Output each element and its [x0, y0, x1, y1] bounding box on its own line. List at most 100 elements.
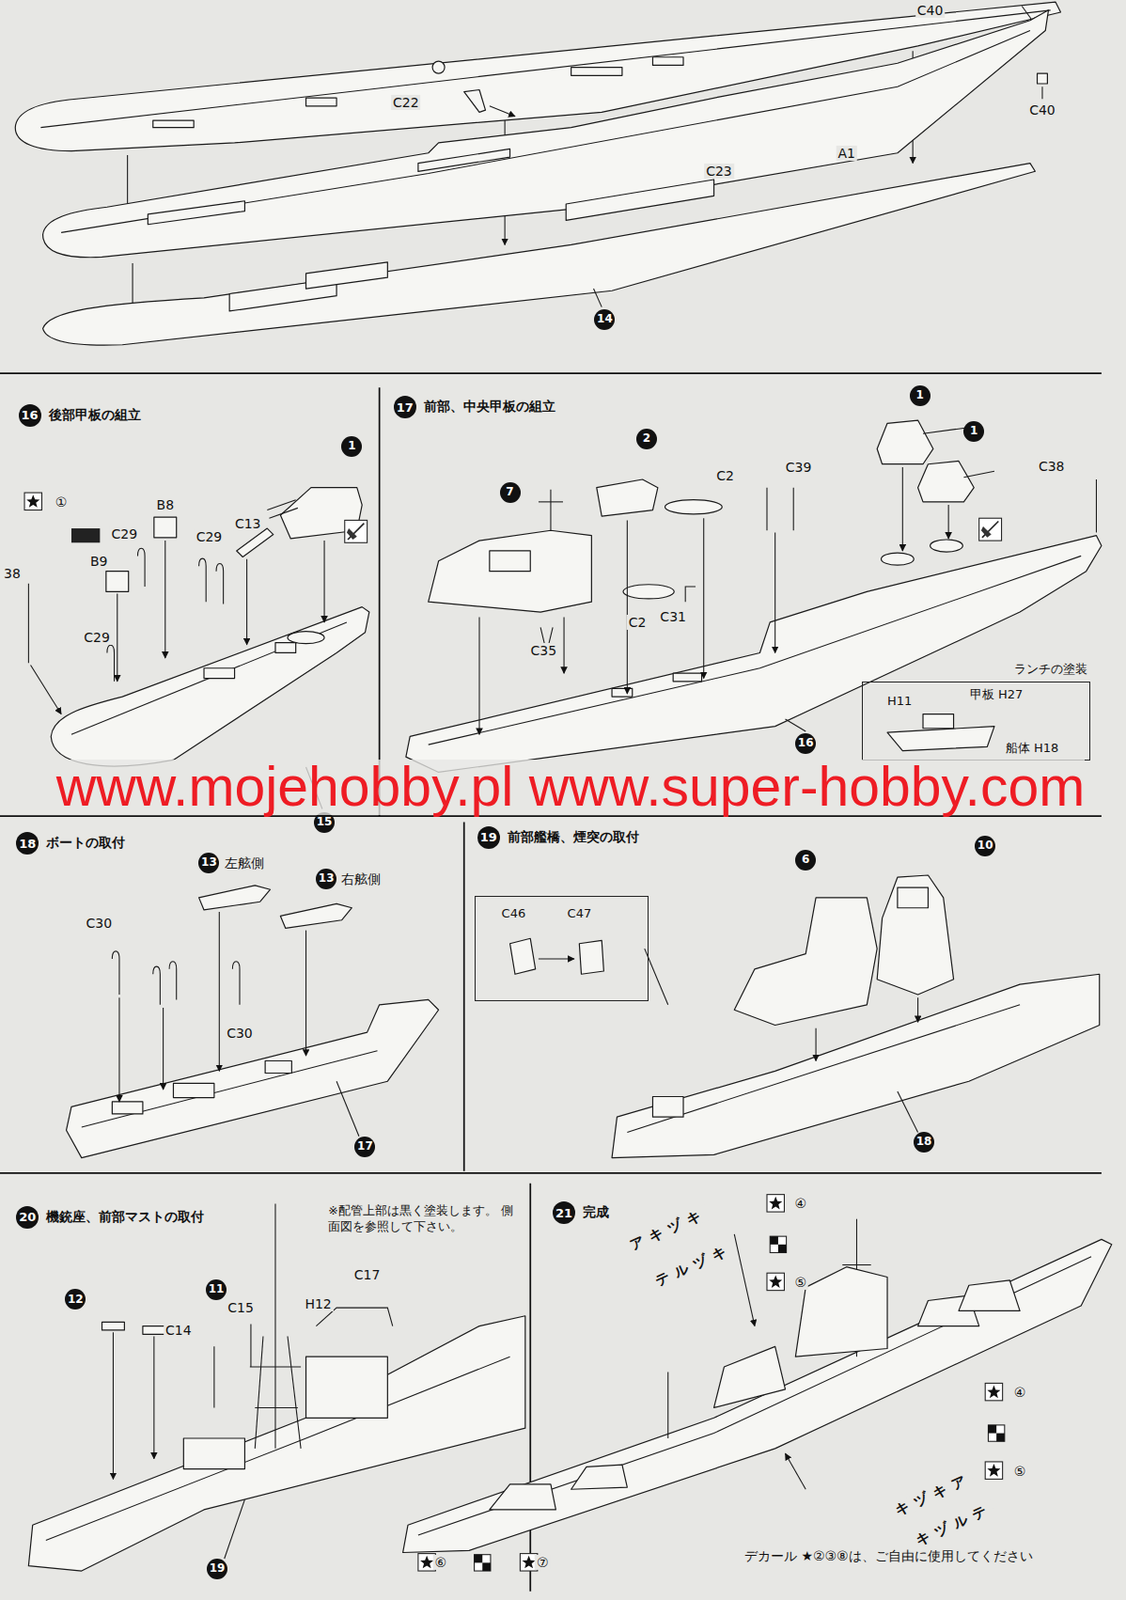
step-20-drawing: [224, 1499, 246, 1559]
step-20-drawing: [183, 1438, 245, 1470]
step-20-drawing: [213, 1345, 215, 1408]
paint-code: C47: [565, 906, 595, 921]
step-20-drawing: [112, 1331, 114, 1479]
step-19-drawing: [897, 1091, 919, 1132]
label-text: デカール ★②③⑧は、ご自由に使用してください: [742, 1548, 1035, 1564]
step-20-drawing: [287, 1335, 301, 1448]
step-21-drawing: [474, 1554, 491, 1571]
step-17-drawing: [611, 688, 633, 697]
step-16-drawing: [31, 664, 63, 714]
inset-box: C46 C47: [474, 895, 649, 1002]
part-number: ⑦: [534, 1554, 551, 1570]
callout-number: 13: [315, 868, 337, 890]
step-20-drawing: [250, 1323, 251, 1367]
paint-code: 船体 H18: [1003, 739, 1061, 757]
step-16-drawing: [216, 563, 224, 605]
step-19-drawing: [510, 875, 1100, 1158]
part-number: C38: [1036, 458, 1067, 474]
step-16-drawing: [324, 540, 326, 623]
step-title: 前部、中央甲板の組立: [422, 398, 558, 416]
step-18-drawing: [169, 961, 177, 1001]
label-text: 左舷側: [222, 855, 266, 871]
hull-parts-step-15: [43, 10, 1049, 258]
step-header: 18ボートの取付: [15, 831, 127, 855]
panel-frame: [0, 372, 1102, 375]
step-17-drawing: [918, 460, 975, 501]
step-21-drawing: [785, 1453, 807, 1489]
step-16-drawing: [106, 571, 129, 593]
part-number: B8: [155, 497, 177, 513]
panel-frame: [0, 814, 1102, 817]
callout-number: 10: [974, 835, 996, 857]
step-16-drawing: [246, 559, 248, 645]
step-17-drawing: [428, 530, 593, 612]
step-19-drawing: [538, 957, 575, 959]
step-17-drawing: [703, 517, 704, 678]
note: ※配管上部は黒く塗装します。 側面図を参照して下さい。: [326, 1203, 524, 1236]
step-17-drawing: [406, 420, 1102, 772]
part-number: ④: [793, 1195, 810, 1211]
step-17-drawing: [478, 616, 480, 735]
step-18-drawing: [280, 903, 352, 928]
paint-code: C46: [500, 906, 529, 921]
step-17-drawing: [793, 487, 795, 532]
step-18-drawing: [162, 1007, 164, 1090]
step-17-drawing: [626, 519, 628, 693]
part-number: C29: [194, 529, 225, 545]
inset-title: ランチの塗装: [1012, 660, 1090, 678]
step-18-drawing: [66, 885, 439, 1158]
step-20-drawing: [250, 1365, 301, 1367]
step-title: 機銃座、前部マストの取付: [44, 1208, 206, 1226]
part-number: H12: [302, 1296, 333, 1312]
step-17-drawing: [922, 714, 954, 729]
hull-parts-step-15: [652, 57, 684, 66]
step-17-drawing: [538, 500, 563, 502]
callout-number: 11: [205, 1279, 227, 1300]
callout-number: 17: [354, 1136, 376, 1158]
step-16-drawing: [28, 583, 30, 664]
part-number: C17: [352, 1266, 383, 1283]
part-number: 38: [1, 565, 23, 581]
step-16-drawing: [24, 492, 42, 510]
hull-parts-step-15: [571, 67, 623, 77]
step-title: 完成: [580, 1204, 611, 1221]
step-17-drawing: [406, 535, 1102, 773]
hull-parts-step-15: [464, 89, 486, 112]
step-number: 18: [15, 831, 39, 855]
hull-parts-step-15: [153, 120, 194, 128]
step-16-drawing: [71, 528, 100, 543]
paint-code: H11: [885, 693, 914, 708]
step-21-drawing: [714, 1345, 786, 1408]
step-17-drawing: [930, 539, 964, 552]
callout-number: 16: [795, 733, 816, 754]
hull-parts-step-15: [306, 97, 338, 107]
step-18-drawing: [111, 951, 120, 995]
part-number: C22: [390, 93, 422, 110]
part-number: C13: [233, 516, 264, 532]
step-21-drawing: [403, 1194, 1112, 1571]
step-20-drawing: [274, 1203, 276, 1448]
step-19-drawing: [897, 887, 929, 908]
step-21-drawing: [489, 1484, 557, 1510]
hull-parts-step-15: [565, 179, 714, 220]
step-18-drawing: [172, 1082, 214, 1097]
callout-number: 7: [500, 482, 521, 503]
part-number: B9: [88, 553, 110, 569]
step-header: 17前部、中央甲板の組立: [393, 395, 558, 419]
step-20-drawing: [102, 1321, 126, 1330]
step-number: 16: [18, 404, 42, 427]
label-text: 右舷側: [339, 871, 383, 887]
hull-parts-step-15: [306, 262, 389, 289]
part-number: C40: [1027, 102, 1058, 118]
step-17-drawing: [489, 550, 531, 572]
part-number: C2: [626, 614, 649, 630]
step-21-drawing: [958, 1280, 1020, 1312]
part-number: C39: [783, 459, 814, 475]
step-19-drawing: [578, 939, 604, 974]
step-16-drawing: [203, 668, 235, 679]
step-18-drawing: [111, 1101, 143, 1114]
step-17-drawing: [881, 552, 915, 565]
step-19-drawing: [815, 1028, 817, 1062]
